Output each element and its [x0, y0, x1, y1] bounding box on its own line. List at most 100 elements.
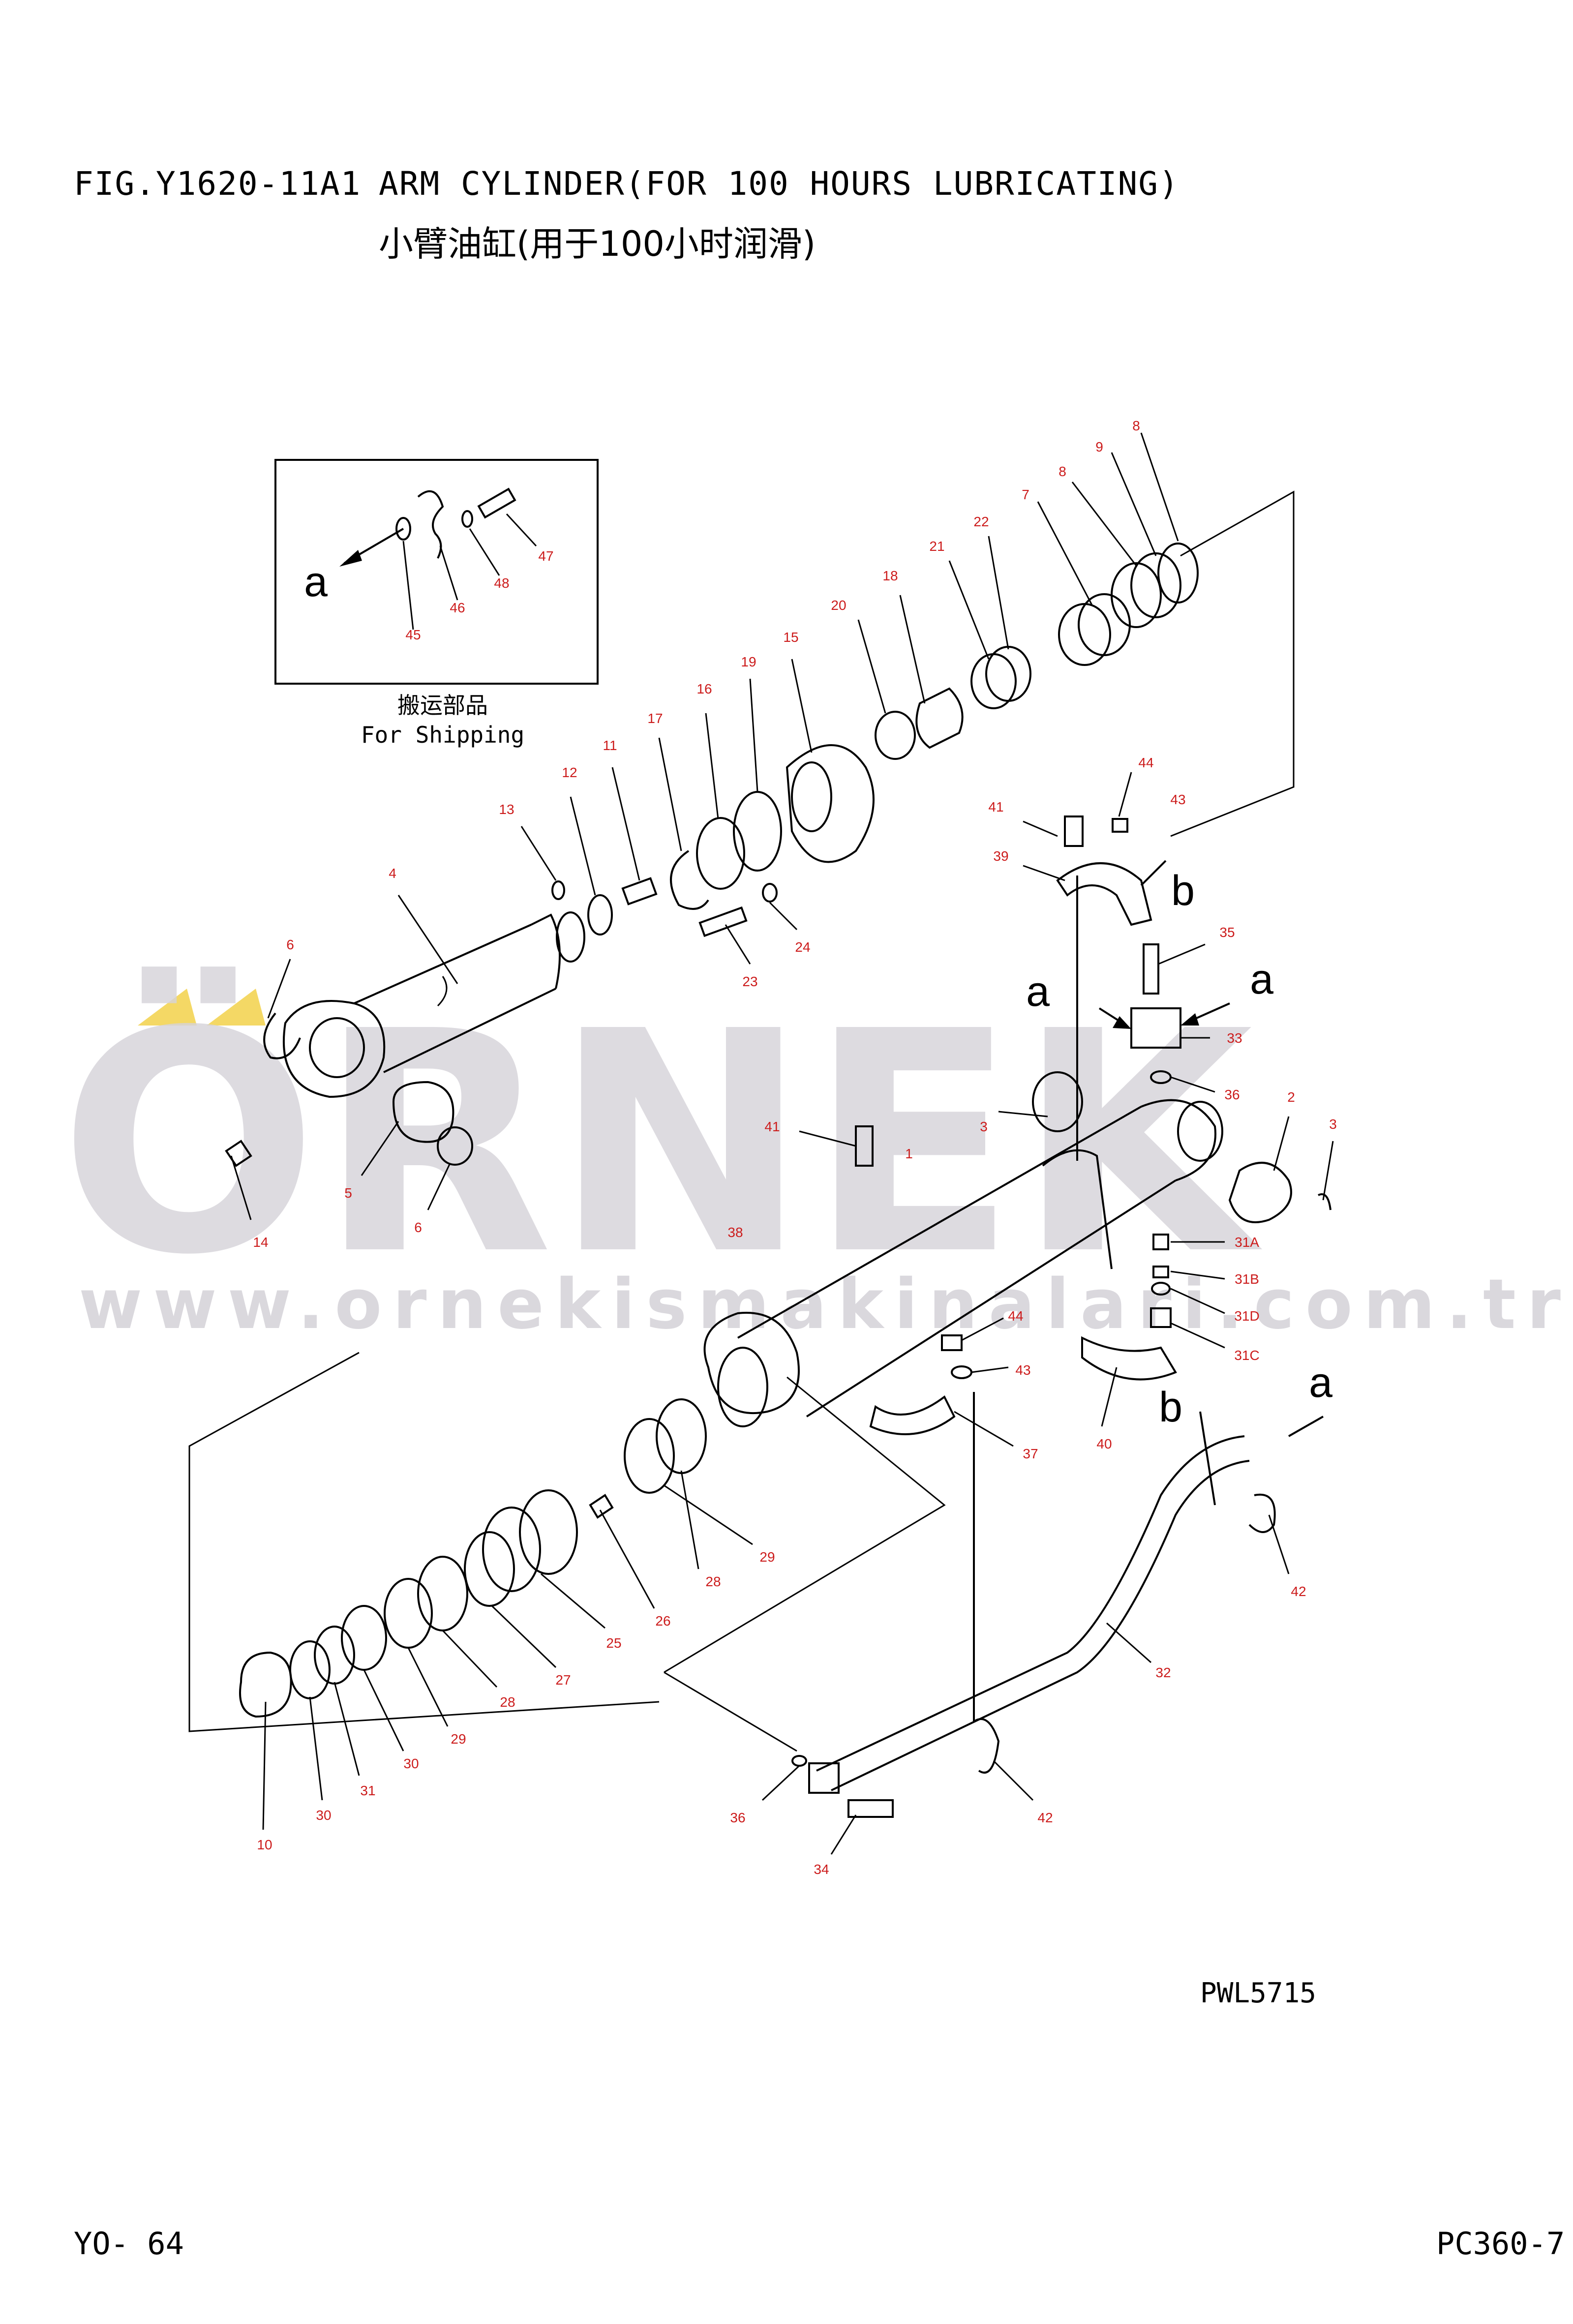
- ring-9: [1130, 552, 1181, 618]
- part-label: 29: [451, 1731, 466, 1747]
- part-label: 36: [730, 1810, 745, 1825]
- part-label: 31A: [1235, 1235, 1259, 1250]
- part-label: 4: [389, 866, 396, 881]
- part-label: 39: [993, 848, 1008, 864]
- part-label: 38: [727, 1225, 743, 1240]
- part-label: 20: [831, 598, 846, 613]
- shipping-inset: a 搬运部品 For Shipping: [274, 459, 599, 748]
- view-letter: a: [1250, 956, 1273, 1003]
- rod-edge-top: [354, 924, 532, 1004]
- set-screw-13: [551, 880, 565, 900]
- ring-30b: [289, 1640, 331, 1699]
- leader-47: [506, 513, 537, 547]
- ring-8a: [1111, 562, 1162, 628]
- hose-32-lower: [831, 1460, 1250, 1791]
- rod-thread-end: [531, 913, 561, 989]
- leader-lines: [230, 432, 1334, 1855]
- part-label: 31C: [1234, 1348, 1259, 1363]
- fitting-31D: [1151, 1282, 1171, 1296]
- watermark-brand: ÖRNEK: [59, 964, 1265, 1322]
- piping-assembly: [791, 815, 1276, 1818]
- u-bolt-42a: [1248, 1493, 1276, 1533]
- washer-43b: [951, 1365, 972, 1379]
- ring-28b: [417, 1556, 468, 1631]
- part-label: 6: [286, 937, 294, 952]
- frame-line-mid: [664, 1376, 946, 1673]
- part-label: 13: [499, 802, 514, 817]
- bushing-2: [1228, 1162, 1292, 1223]
- frame-line-bottom: [188, 1352, 660, 1732]
- ring-28a: [656, 1398, 707, 1474]
- fitting-31A: [1152, 1234, 1169, 1250]
- part-label: 30: [403, 1756, 419, 1771]
- part-label: 44: [1138, 755, 1153, 770]
- nut-11: [621, 877, 658, 905]
- oring-36b: [791, 1755, 807, 1767]
- part-label: 43: [1170, 792, 1185, 807]
- view-letter: a: [1309, 1359, 1332, 1406]
- part-label: 41: [764, 1119, 780, 1134]
- part-label: 31D: [1234, 1308, 1259, 1324]
- frame-line-top: [1170, 490, 1295, 837]
- part-label: 7: [1022, 487, 1029, 502]
- part-label: 42: [1037, 1810, 1053, 1825]
- ring-19: [733, 791, 782, 872]
- part-label: 34: [814, 1862, 829, 1877]
- clamp-40: [1081, 1336, 1177, 1381]
- part-label: 5: [344, 1185, 352, 1201]
- part-label: 46: [450, 600, 465, 615]
- nut-44a: [1112, 818, 1128, 833]
- leader-46: [439, 545, 458, 601]
- ring-31: [314, 1626, 355, 1685]
- seal-6b: [437, 1126, 473, 1166]
- tube-end-bore: [1177, 1101, 1223, 1162]
- cylinder-head-15: [786, 744, 875, 863]
- tube-edge-top: [737, 1106, 1142, 1339]
- rod-thread: [556, 911, 585, 963]
- part-number-labels: 47 48 46 45 8 9 8 7 22 21 18 20 15 19 16…: [253, 418, 1336, 1877]
- part-label: 40: [1096, 1436, 1112, 1451]
- bolt-35: [1143, 943, 1159, 995]
- block-33: [1130, 1007, 1181, 1049]
- watermark: ÖRNEK www.ornekismakinalari.com.tr: [59, 964, 1572, 1345]
- seal-3b: [1318, 1193, 1331, 1210]
- page-number: YO- 64: [74, 2226, 184, 2262]
- watermark-accent-shape: [138, 989, 197, 1026]
- figure-title-chinese: 小臂油缸(用于100小时润滑): [379, 224, 816, 264]
- part-label: 10: [257, 1837, 272, 1852]
- bushing-3a: [1032, 1071, 1083, 1132]
- part-label: 30: [316, 1808, 331, 1823]
- part-label: 23: [742, 974, 757, 989]
- washer-45: [395, 517, 411, 541]
- part-label: 28: [705, 1574, 721, 1589]
- ring-29a: [624, 1418, 675, 1494]
- ring-12: [587, 894, 613, 936]
- inset-view-letter: a: [304, 558, 328, 605]
- lock-plate-46: [417, 490, 444, 559]
- part-label: 43: [1015, 1362, 1030, 1378]
- part-label: 12: [562, 765, 577, 780]
- washer-24: [762, 883, 778, 903]
- clamp-37: [869, 1395, 956, 1435]
- part-label: 17: [647, 711, 663, 726]
- tube-bottom-end: [1141, 1099, 1216, 1181]
- ring-29b: [384, 1578, 433, 1649]
- part-label: 26: [655, 1613, 670, 1629]
- seal-20: [875, 711, 916, 760]
- leader-48: [469, 528, 500, 576]
- flange-block: [808, 1762, 840, 1794]
- bushing-5: [392, 1081, 454, 1143]
- leader-45: [402, 541, 414, 630]
- bolt-41a: [1064, 815, 1084, 847]
- nut-26: [589, 1494, 614, 1519]
- part-label: 15: [783, 630, 798, 645]
- seal-27: [464, 1531, 515, 1607]
- model-code: PC360-7: [1436, 2226, 1565, 2262]
- clamp-39: [1056, 862, 1152, 926]
- u-bolt-42b: [973, 1718, 1000, 1774]
- watermark-url: www.ornekismakinalari.com.tr: [79, 1265, 1572, 1345]
- part-label: 11: [603, 738, 617, 753]
- view-arrow-a3: [1288, 1416, 1324, 1437]
- part-label: 36: [1224, 1087, 1240, 1102]
